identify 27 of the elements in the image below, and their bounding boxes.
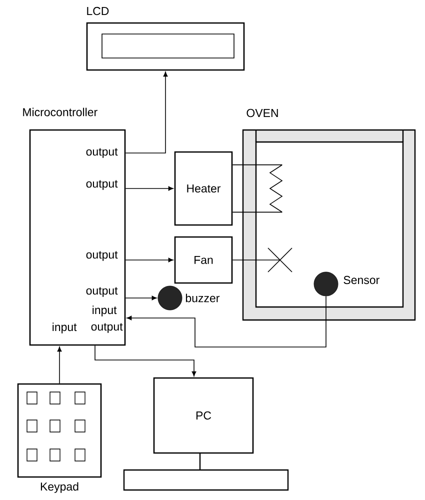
arrow [125,296,157,300]
fan-symbol [268,248,292,272]
heading: Keypad [40,482,78,493]
arrow [94,345,196,376]
heating-coil [269,164,283,212]
port-label: output [86,287,118,297]
arrow [125,72,168,154]
arrow [125,186,174,191]
port-label: output [91,323,123,333]
component-label: buzzer [186,294,220,302]
fan-box: Fan [174,236,233,284]
arrow [125,258,174,262]
port-label: input [52,322,77,334]
arrow [57,346,62,384]
port-label: output [86,251,118,261]
connector-line [232,164,283,166]
port-label: output [86,180,118,190]
heading: OVEN [246,108,278,118]
pc-box: PC [153,377,254,454]
port-label: input [92,306,117,316]
component-label: Sensor [344,276,380,284]
heading: Microcontroller [23,108,98,116]
port-label: output [86,148,118,158]
arrow [126,296,326,348]
heater-box: Heater [174,151,233,226]
connector-line [232,212,283,213]
heading: LCD [87,6,109,16]
